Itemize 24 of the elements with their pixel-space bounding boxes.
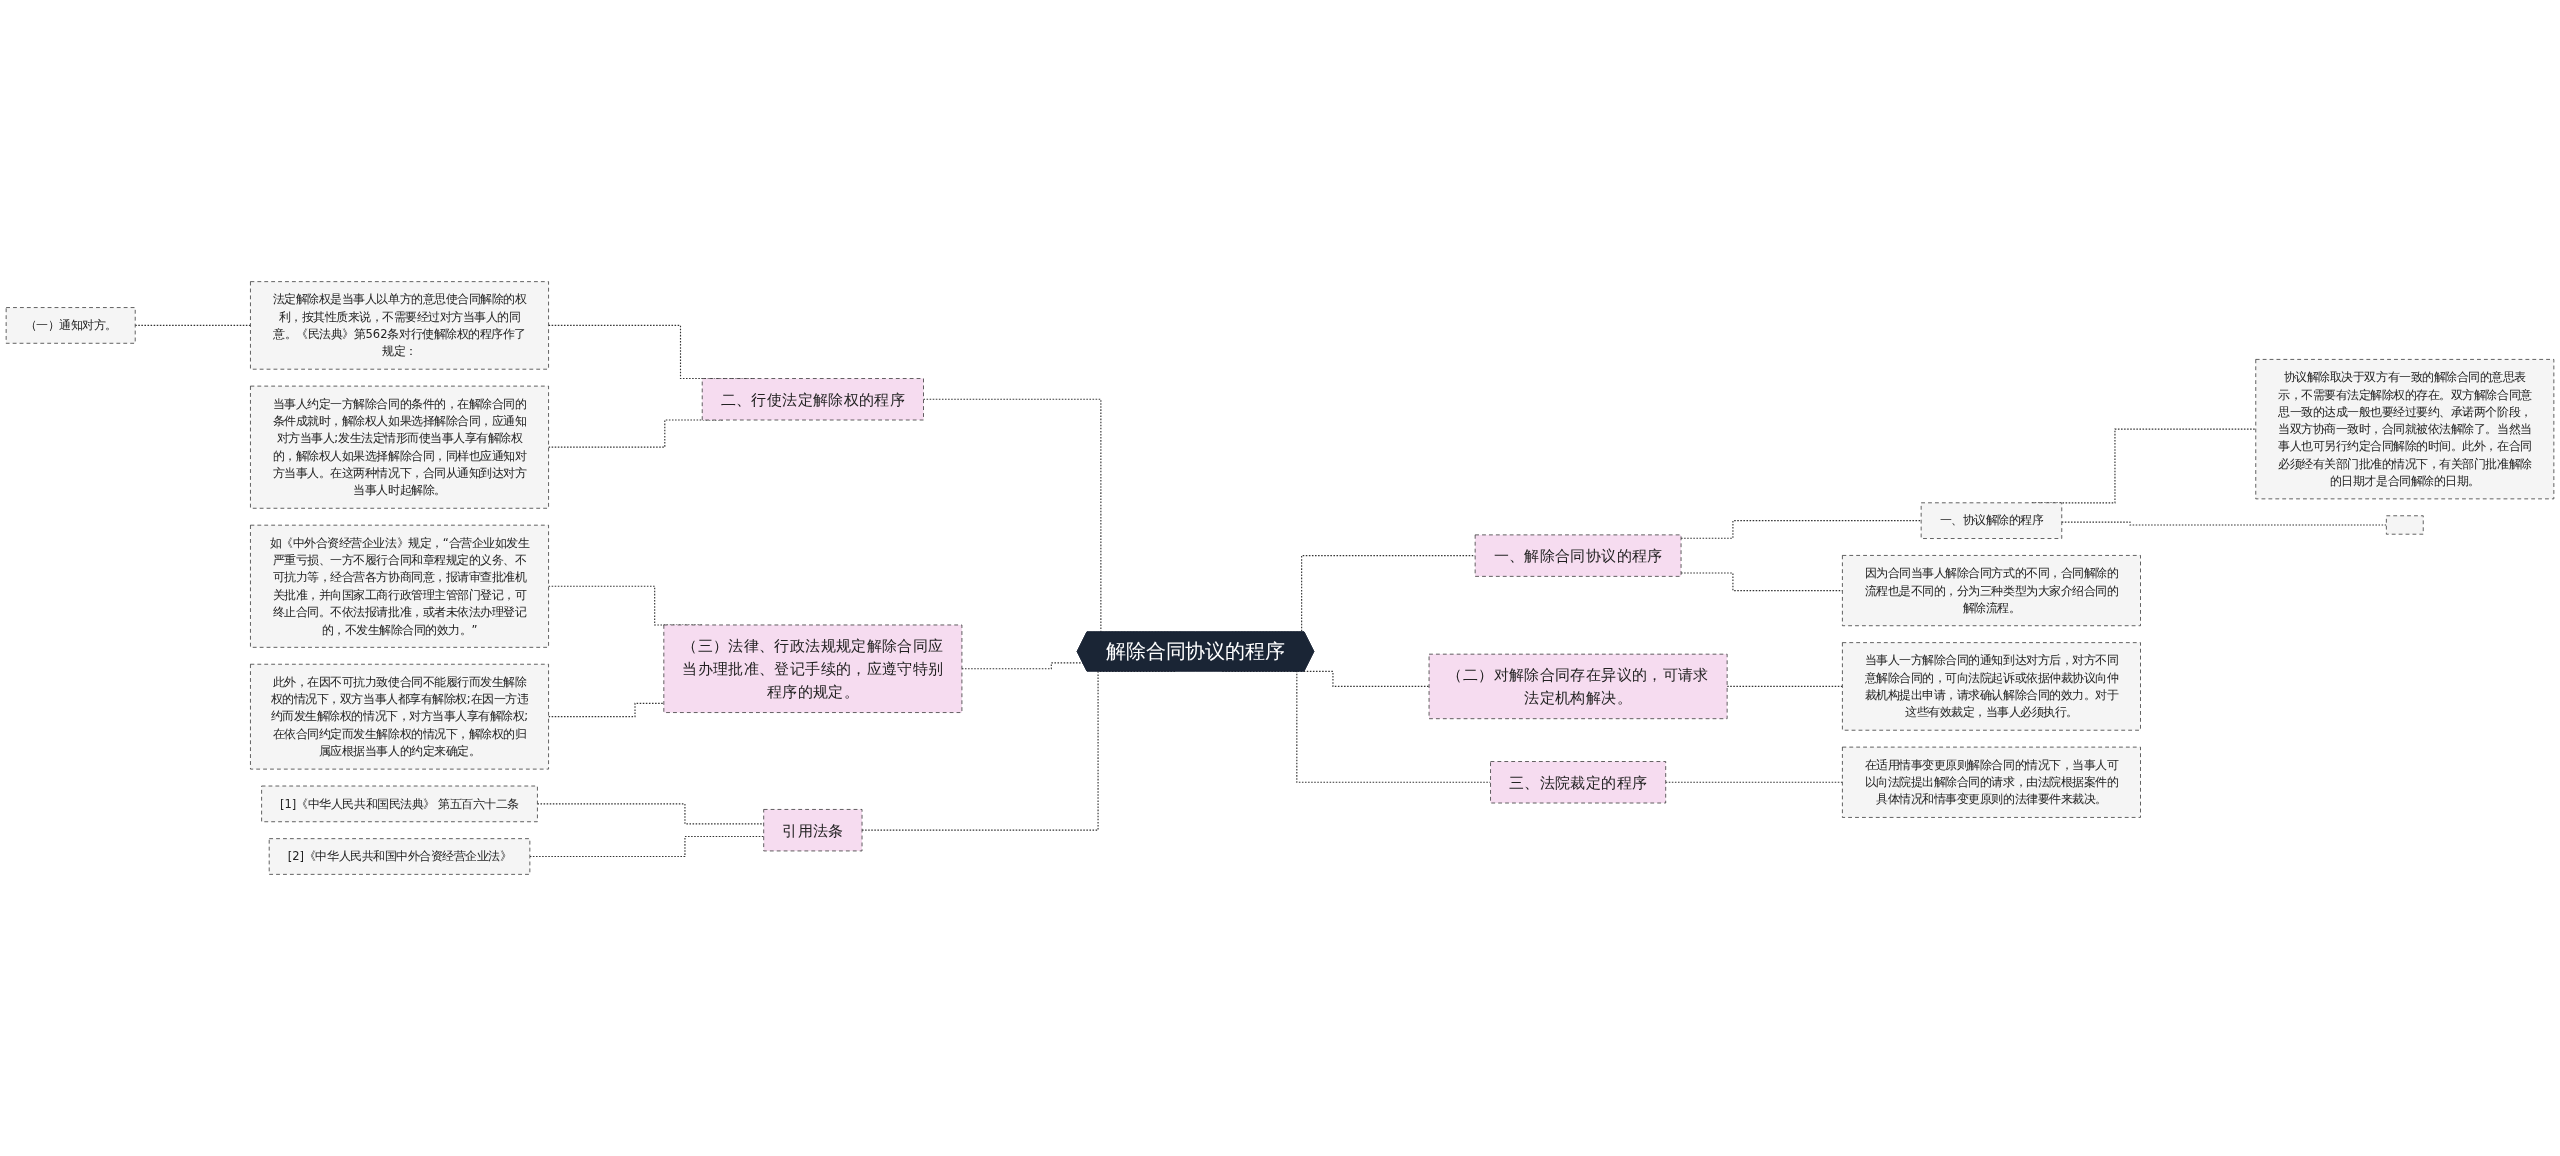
node-box: 一、协议解除的程序: [1920, 502, 2063, 539]
node-box: 在适用情事变更原则解除合同的情况下，当事人可以向法院提出解除合同的请求，由法院根据案件的具体情况和情事变更原则的法律要件来裁决。: [1842, 746, 2141, 818]
node-box: 一、解除合同协议的程序: [1474, 534, 1682, 577]
node-box: （二）对解除合同存在异议的，可请求法定机构解决。: [1428, 653, 1728, 720]
connector: [548, 702, 665, 718]
node-box: [2]《中华人民共和国中外合资经营企业法》: [268, 838, 531, 875]
node-box: （三）法律、行政法规规定解除合同应当办理批准、登记手续的，应遵守特别程序的规定。: [663, 624, 963, 713]
node-box: [1]《中华人民共和国民法典》 第五百六十二条: [261, 785, 538, 823]
node-box: 因为合同当事人解除合同方式的不同，合同解除的流程也是不同的，分为三种类型为大家介绍合同的解除流程。: [1842, 555, 2141, 627]
connector: [961, 662, 1084, 670]
node-box: 协议解除取决于双方有一致的解除合同的意思表示，不需要有法定解除权的存在。双方解除合同意思一致的达成一般也要经过要约、承诺两个阶段，当双方协商一致时，合同就被依法解除了。当然当事人也可另行约定合同解除的时间。此外，在合同必须经有关部门批准的情况下，有关部门批准解除的日期才是合同解除的日期。: [2255, 359, 2555, 500]
node-box: 如《中外合资经营企业法》规定，“合营企业如发生严重亏损、一方不履行合同和章程规定的义务、不可抗力等，经合营各方协商同意，报请审查批准机关批准，并向国家工商行政管理主管部门登记，可终止合同。不依法报请批准，或者未依法办理登记的，不发生解除合同的效力。”: [250, 524, 549, 648]
node-box: 当事人约定一方解除合同的条件的，在解除合同的条件成就时，解除权人如果选择解除合同，应通知对方当事人;发生法定情形而使当事人享有解除权的，解除权人如果选择解除合同，同样也应通知对方当事人。在这两种情况下，合同从通知到达对方当事人时起解除。: [250, 385, 549, 509]
node-box: [2385, 515, 2424, 535]
node-box: 法定解除权是当事人以单方的意思使合同解除的权利，按其性质来说，不需要经过对方当事人的同意。《民法典》第562条对行使解除权的程序作了规定：: [250, 281, 549, 370]
node-box: 二、行使法定解除权的程序: [701, 378, 924, 421]
connector: [1665, 781, 1843, 783]
node-box: 引用法条: [763, 809, 863, 852]
connector: [2061, 521, 2387, 526]
node-box: 三、法院裁定的程序: [1490, 761, 1667, 804]
connector: [529, 835, 765, 858]
node-box: 当事人一方解除合同的通知到达对方后，对方不同意解除合同的，可向法院起诉或依据仲裁协议向仲裁机构提出申请，请求确认解除合同的效力。对于这些有效裁定，当事人必须执行。: [1842, 642, 2141, 731]
node-box: （一）通知对方。: [5, 307, 136, 344]
node-box: 此外，在因不可抗力致使合同不能履行而发生解除权的情况下，双方当事人都享有解除权;在因一方违约而发生解除权的情况下，对方当事人享有解除权;在依合同约定而发生解除权的情况下，解除权的归属应根据当事人的约定来确定。: [250, 663, 549, 770]
